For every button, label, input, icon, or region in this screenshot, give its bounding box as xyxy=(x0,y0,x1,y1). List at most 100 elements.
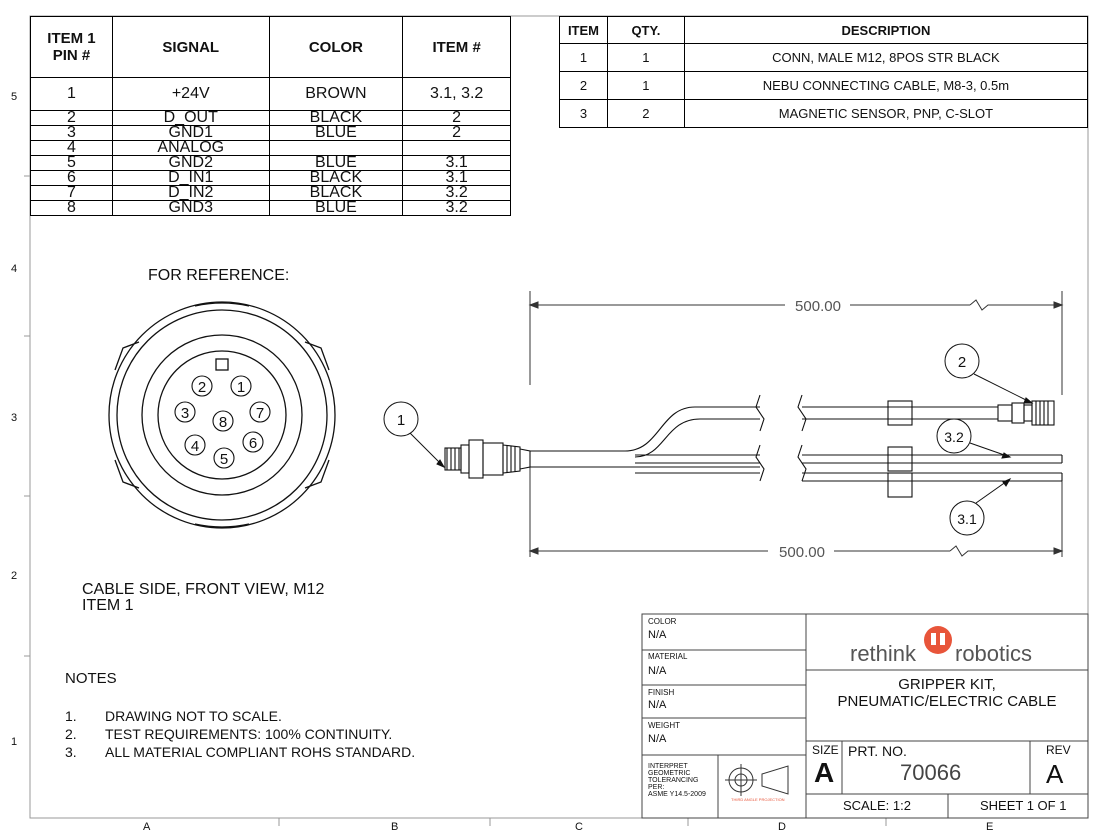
color-cell: BROWN xyxy=(268,77,404,111)
revision-value: A xyxy=(1046,759,1064,789)
pin-row: 3 GND1 BLUE 2 xyxy=(30,125,511,141)
bom-header: ITEM QTY. DESCRIPTION xyxy=(559,16,1089,44)
signal-cell: GND3 xyxy=(111,200,270,216)
zone-row-2: 2 xyxy=(11,570,18,582)
note-text: ALL MATERIAL COMPLIANT ROHS STANDARD. xyxy=(105,744,416,760)
pin-table: ITEM 1 PIN # SIGNAL COLOR ITEM # 1 +24V … xyxy=(30,16,511,216)
part-number-value: 70066 xyxy=(900,760,962,785)
bom-header-item: ITEM xyxy=(559,16,608,44)
pin-label: 6 xyxy=(249,435,257,452)
dimension-bottom: 500.00 xyxy=(779,544,825,561)
scale-label: SCALE: 1:2 xyxy=(843,798,911,813)
item-cell: 3.1, 3.2 xyxy=(402,77,511,111)
zone-row-3: 3 xyxy=(11,412,18,424)
note-number: 3. xyxy=(65,744,77,760)
signal-cell: +24V xyxy=(111,77,270,111)
balloon-2 xyxy=(944,343,980,379)
bom-item-cell: 2 xyxy=(559,71,608,100)
pin-label: 8 xyxy=(219,414,227,431)
finish-value: N/A xyxy=(648,699,667,711)
signal-cell: GND2 xyxy=(111,155,270,171)
note-number: 1. xyxy=(65,708,77,724)
color-cell: BLACK xyxy=(268,110,404,126)
pin-row: 5 GND2 BLUE 3.1 xyxy=(30,155,511,171)
notes-title: NOTES xyxy=(65,670,117,687)
logo-text-right: robotics xyxy=(955,641,1033,666)
zone-col-d: D xyxy=(778,821,786,833)
balloon-label: 3.2 xyxy=(944,429,964,445)
note-number: 2. xyxy=(65,726,77,742)
bom-item-cell: 3 xyxy=(559,99,608,128)
zone-col-e: E xyxy=(986,821,994,833)
item-cell: 3.2 xyxy=(402,185,511,201)
logo-text-left: rethink xyxy=(850,641,917,666)
size-label: SIZE xyxy=(812,743,839,757)
part-number-label: PRT. NO. xyxy=(848,743,907,759)
color-value: N/A xyxy=(648,629,667,641)
balloon-1 xyxy=(383,401,419,437)
bom-table: ITEM QTY. DESCRIPTION 1 1 CONN, MALE M12… xyxy=(559,16,1089,128)
weight-value: N/A xyxy=(648,733,667,745)
balloon-label: 1 xyxy=(397,412,405,429)
pin-label: 5 xyxy=(220,451,228,468)
weight-label: WEIGHT xyxy=(648,721,680,730)
zone-col-c: C xyxy=(575,821,583,833)
zone-row-4: 4 xyxy=(11,263,18,275)
third-angle-projection-icon xyxy=(725,764,789,796)
note-text: TEST REQUIREMENTS: 100% CONTINUITY. xyxy=(105,726,393,742)
pin-row: 8 GND3 BLUE 3.2 xyxy=(30,200,511,216)
drawing-title-line2: PNEUMATIC/ELECTRIC CABLE xyxy=(837,693,1057,710)
zone-row-1: 1 xyxy=(11,736,18,748)
rethink-robotics-logo-icon xyxy=(924,626,952,654)
signal-cell: D_OUT xyxy=(111,110,270,126)
pin-row: 7 D_IN2 BLACK 3.2 xyxy=(30,185,511,201)
color-label: COLOR xyxy=(648,617,677,626)
connector-caption: CABLE SIDE, FRONT VIEW, M12 ITEM 1 xyxy=(82,582,324,614)
signal-cell: ANALOG xyxy=(111,140,270,156)
pin-label: 3 xyxy=(181,405,189,422)
balloon-3-1 xyxy=(949,500,985,536)
pin-label: 2 xyxy=(198,379,206,396)
zone-col-b: B xyxy=(391,821,399,833)
connector-caption-line1: CABLE SIDE, FRONT VIEW, M12 xyxy=(82,581,325,598)
tolerancing-line: PER: xyxy=(648,784,665,791)
pin-header-item: ITEM # xyxy=(402,16,511,78)
drawing-title-line1: GRIPPER KIT, xyxy=(898,676,996,693)
size-value: A xyxy=(814,757,835,788)
tolerancing-line: GEOMETRIC xyxy=(648,770,691,777)
pin-label: 7 xyxy=(256,405,264,422)
tolerancing-line: INTERPRET xyxy=(648,763,688,770)
material-value: N/A xyxy=(648,665,667,677)
bom-qty-cell: 2 xyxy=(606,99,685,128)
item-cell: 3.1 xyxy=(402,155,511,171)
zone-row-5: 5 xyxy=(11,91,18,103)
cable-assembly-drawing: 500.00 500.00 1 2 3.2 3.1 xyxy=(383,291,1064,561)
bom-header-description: DESCRIPTION xyxy=(683,16,1089,44)
tolerancing-note: INTERPRET GEOMETRIC TOLERANCING PER: ASM… xyxy=(648,763,706,798)
pin-cell: 5 xyxy=(30,155,113,171)
dimension-top: 500.00 xyxy=(795,298,841,315)
connector-caption-line2: ITEM 1 xyxy=(82,597,134,614)
color-cell: BLUE xyxy=(268,200,404,216)
pin-header-signal: SIGNAL xyxy=(111,16,270,78)
pin-row: 1 +24V BROWN 3.1, 3.2 xyxy=(30,77,511,111)
projection-label: THIRD ANGLE PROJECTION xyxy=(731,797,785,802)
tolerancing-line: ASME Y14.5-2009 xyxy=(648,791,706,798)
pin-row: 4 ANALOG xyxy=(30,140,511,156)
balloon-3-2 xyxy=(936,418,972,454)
bom-description-cell: MAGNETIC SENSOR, PNP, C-SLOT xyxy=(683,99,1089,128)
pin-cell: 8 xyxy=(30,200,113,216)
zone-col-a: A xyxy=(143,821,151,833)
bom-row: 2 1 NEBU CONNECTING CABLE, M8-3, 0.5m xyxy=(559,71,1089,100)
reference-label: FOR REFERENCE: xyxy=(148,267,290,284)
finish-label: FINISH xyxy=(648,688,675,697)
drawing-title: GRIPPER KIT, PNEUMATIC/ELECTRIC CABLE xyxy=(806,676,1088,710)
note-text: DRAWING NOT TO SCALE. xyxy=(105,708,282,724)
pin-label: 1 xyxy=(237,379,245,396)
pin-table-header: ITEM 1 PIN # SIGNAL COLOR ITEM # xyxy=(30,16,511,78)
pin-label: 4 xyxy=(191,438,199,455)
sheet-label: SHEET 1 OF 1 xyxy=(980,798,1067,813)
balloon-label: 3.1 xyxy=(957,511,977,527)
material-label: MATERIAL xyxy=(648,652,688,661)
